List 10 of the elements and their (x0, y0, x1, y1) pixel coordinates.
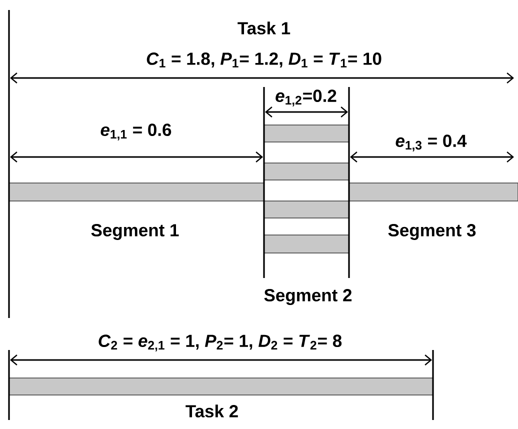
label: C$_{1}$ = 1.8, P$_{1}$= 1.2, D$_{1}$ = T$_{1}$= 10 (146, 52, 382, 68)
label: e$_{1,3}$ = 0.4 (396, 134, 467, 152)
label: e$_{1,1}$ = 0.6 (100, 124, 172, 140)
label: Task 1 (238, 22, 290, 34)
label: Segment 3 (388, 224, 476, 240)
label: C$_{2}$ = e$_{2,1}$ = 1, P$_{2}$= 1, D$_{2}$ = T$_{2}$= 8 (98, 334, 342, 352)
label: e$_{1,2}$=0.2 (276, 90, 336, 106)
label: Segment 1 (91, 224, 179, 240)
label: Segment 2 (264, 289, 352, 305)
label: Task 2 (186, 404, 238, 418)
